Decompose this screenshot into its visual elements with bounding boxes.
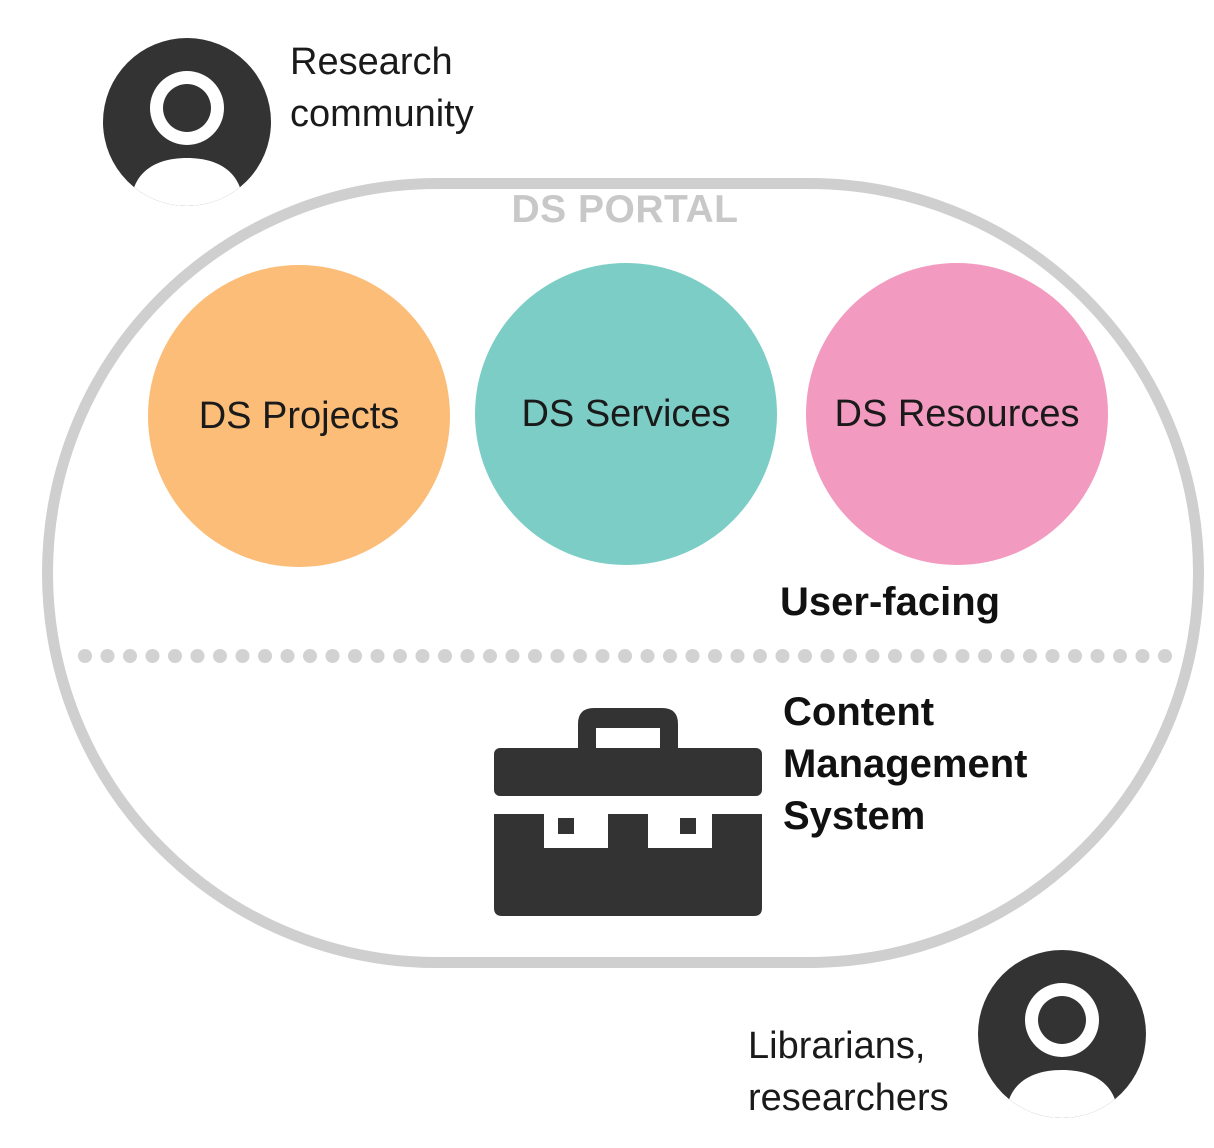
divider-dot [280,649,295,663]
divider-dot [550,649,565,663]
user-facing-label: User-facing [780,580,1001,624]
divider-dot [910,649,925,663]
divider-dot [505,649,520,663]
divider-dot [303,649,317,663]
divider-dot [1045,649,1060,663]
divider-dot [933,649,947,663]
divider-dot [415,649,430,663]
divider-dot [663,649,677,663]
divider-dot [1090,649,1105,663]
divider-dot [798,649,812,663]
layer-divider [78,649,1172,663]
divider-dot [1023,649,1037,663]
divider-dot [640,649,655,663]
divider-dot [235,649,250,663]
divider-dot [213,649,227,663]
divider-dot [843,649,857,663]
divider-dot [438,649,452,663]
divider-dot [1158,649,1172,663]
divider-dot [888,649,902,663]
divider-dot [100,649,115,663]
ds-resources-circle: DS Resources [806,263,1108,565]
divider-dot [595,649,610,663]
divider-dot [685,649,700,663]
ds-portal-container [42,178,1204,968]
divider-dot [708,649,722,663]
label-line: Content [783,690,935,734]
divider-dot [618,649,632,663]
divider-dot [393,649,407,663]
divider-dot [1000,649,1015,663]
ds-projects-label: DS Projects [198,394,400,437]
divider-dot [820,649,835,663]
divider-dot [978,649,992,663]
divider-dot [123,649,137,663]
person-icon [978,950,1146,1118]
divider-dot [1068,649,1082,663]
divider-dot [190,649,205,663]
label-line: Librarians, [748,1025,926,1067]
ds-resources-label: DS Resources [834,392,1080,435]
divider-dot [483,649,497,663]
divider-dot [348,649,362,663]
divider-dot [1113,649,1127,663]
divider-dot [460,649,475,663]
label-line: community [290,93,474,135]
divider-dot [325,649,340,663]
research-community-label: Research community [290,36,474,140]
label-line: researchers [748,1077,949,1119]
divider-dot [1135,649,1150,663]
librarians-label: Librarians, researchers [748,1020,949,1124]
ds-projects-circle: DS Projects [148,265,450,567]
divider-dot [865,649,880,663]
divider-dot [730,649,745,663]
label-line: Research [290,41,453,83]
label-line: System [783,794,926,838]
divider-dot [168,649,182,663]
label-line: Management [783,742,1028,786]
ds-services-label: DS Services [521,392,731,435]
divider-dot [573,649,587,663]
divider-dot [78,649,92,663]
divider-dot [528,649,542,663]
ds-services-circle: DS Services [475,263,777,565]
divider-dot [955,649,970,663]
divider-dot [145,649,160,663]
divider-dot [370,649,385,663]
divider-dot [775,649,790,663]
cms-label: Content Management System [783,686,1028,842]
person-icon [103,38,271,206]
portal-title: DS PORTAL [511,188,739,231]
briefcase-icon [494,708,762,916]
divider-dot [258,649,272,663]
divider-dot [753,649,767,663]
